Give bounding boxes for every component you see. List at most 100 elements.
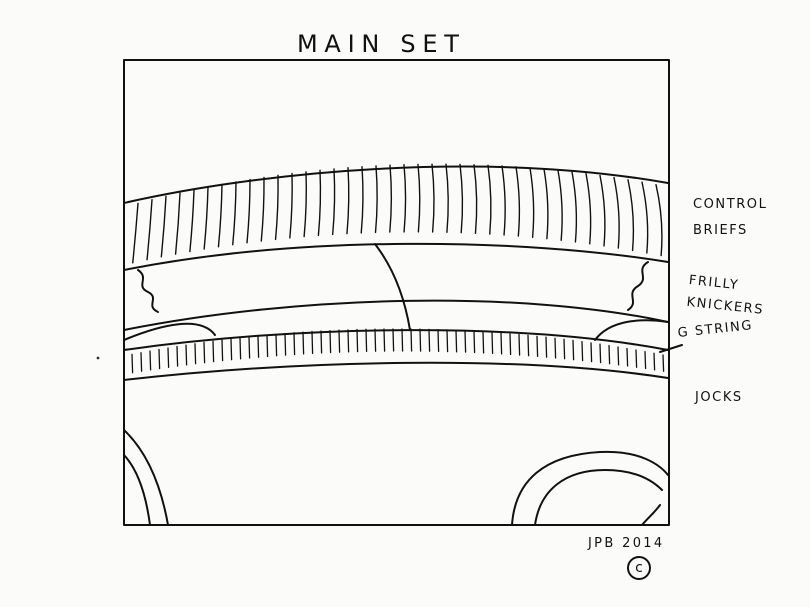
stripe-line [543,168,549,240]
jocks-right-curve-outer [511,450,669,526]
control-briefs-label: CONTROL BRIEFS [693,192,767,244]
stripe-line [599,174,606,247]
tick-line [590,342,593,363]
tick-line [284,332,287,356]
tick-line [500,332,503,355]
stripe-line [529,167,535,239]
tick-line [248,336,251,359]
stripe-line [641,181,649,254]
tick-line [257,335,260,358]
frilly-divider-line [374,243,411,331]
tick-line [185,344,188,366]
tick-line [572,339,575,361]
control-briefs-top-curve [123,165,669,204]
stripe-line [174,192,181,255]
left-arc [123,322,216,341]
stripe-line [459,163,464,234]
control-label-line2: BRIEFS [693,223,748,238]
tick-line [275,333,278,357]
tick-line [338,329,341,353]
stripe-line [189,189,195,253]
tick-line [311,330,314,355]
g-string-pointer [659,344,683,353]
frilly-knickers-bottom-curve [123,299,669,331]
tick-line [167,347,170,368]
stripe-line [331,168,336,236]
jocks-left-curve-inner [123,454,151,526]
stripe-line [360,166,364,234]
stripe-line [146,199,153,261]
tick-line [482,331,485,354]
control-label-line1: CONTROL [693,197,768,212]
tick-line [365,328,368,353]
tick-line [176,345,179,367]
tick-line [563,338,566,360]
tick-line [302,331,305,355]
tick-line [266,334,269,358]
g-string-ticks [131,328,665,374]
g-string-top-curve [123,329,669,351]
tick-line [536,335,539,358]
tick-line [545,336,548,358]
tick-line [203,341,206,364]
control-briefs-bottom-curve [123,242,669,271]
tick-line [437,328,440,353]
tick-line [608,344,611,365]
tick-line [518,333,521,356]
stripe-line [346,167,350,235]
tick-line [491,331,494,355]
tick-line [131,353,134,374]
tick-line [419,328,422,352]
tick-line [473,330,476,354]
tick-line [320,330,323,354]
tick-line [149,350,152,371]
control-briefs-stripes [132,163,663,264]
frilly-edge-left [137,269,159,313]
stripe-line [289,172,293,239]
jocks-right-curve-end [641,504,661,526]
tick-line [617,346,620,366]
stripe-line [303,171,307,238]
stripe-line [473,164,478,235]
right-arc [594,319,669,341]
stripe-line [431,163,435,233]
stripe-line [232,181,237,246]
tick-line [644,350,647,370]
tick-line [356,328,359,353]
tick-line [527,334,530,357]
tick-line [626,347,629,367]
stripe-line [274,174,279,241]
stripe-line [585,172,592,245]
stripe-line [374,165,378,234]
artist-signature: JPB 2014 [588,536,665,551]
tick-line [374,328,377,352]
tick-line [158,348,161,370]
stripe-line [317,169,322,237]
tick-line [194,343,197,365]
stripe-line [246,178,251,244]
stripe-line [557,169,563,241]
stripe-line [515,166,521,237]
margin-dot [96,356,100,360]
tick-line [410,328,413,352]
stripe-line [445,163,449,233]
stripe-line [655,183,663,257]
page-title: MAIN SET [297,30,466,58]
stripe-line [613,176,620,249]
tick-line [455,329,458,353]
tick-line [239,337,242,360]
stripe-line [160,195,167,258]
tick-line [221,339,224,362]
stripe-line [217,183,223,248]
jocks-label: JOCKS [695,390,743,405]
tick-line [383,328,386,352]
tick-line [464,330,467,353]
tick-line [662,354,665,372]
stripe-line [487,164,492,235]
copyright-icon: c [627,556,651,580]
tick-line [212,340,215,363]
stripe-line [203,186,209,250]
tick-line [347,329,350,353]
tick-line [653,352,656,371]
